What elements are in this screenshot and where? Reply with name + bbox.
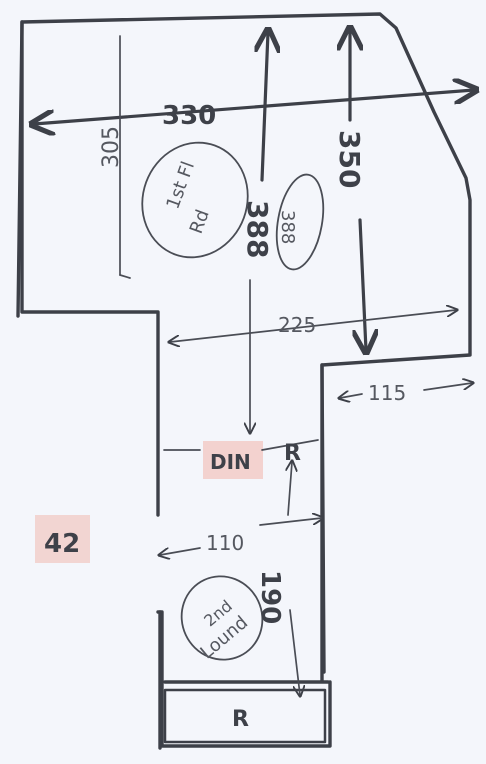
label-r-bottom: R [232,707,249,732]
label-305: 305 [99,126,124,168]
label-110: 110 [206,531,244,555]
label-room-first-1: 1st Fl [163,159,199,212]
label-388: 388 [241,200,274,258]
dim-110-left [160,547,201,555]
label-din: DIN [210,450,251,474]
dim-115-right [423,383,472,391]
room-388-ellipse [275,173,325,271]
bottom-room-wall [163,688,327,744]
label-side-mark: 42 [44,529,80,559]
label-225: 225 [278,313,316,337]
dim-110-right [259,518,322,526]
outer-wall [20,12,472,748]
dim-225-arrow [170,310,456,342]
label-room-first-2: Rd [186,207,214,237]
side-mark-highlight [35,515,90,563]
label-388-small: 388 [277,210,298,244]
room-first-ellipse [141,141,249,259]
label-190: 190 [255,570,285,624]
room-second-ellipse [180,575,264,661]
label-r-small: R [284,441,301,466]
din-r-arrow [288,462,292,516]
label-330: 330 [162,101,216,131]
dim-190-down [289,609,300,695]
dim-388-up [262,32,268,182]
dim-115-left [340,394,363,398]
din-highlight [203,441,263,479]
label-115: 115 [368,381,406,405]
dim-305-tick-bottom [119,274,131,279]
din-tick-right [261,439,319,451]
inner-wall-left [16,20,24,318]
dim-330-arrow [34,90,474,124]
dim-350-down [360,218,366,350]
label-350: 350 [333,130,366,188]
